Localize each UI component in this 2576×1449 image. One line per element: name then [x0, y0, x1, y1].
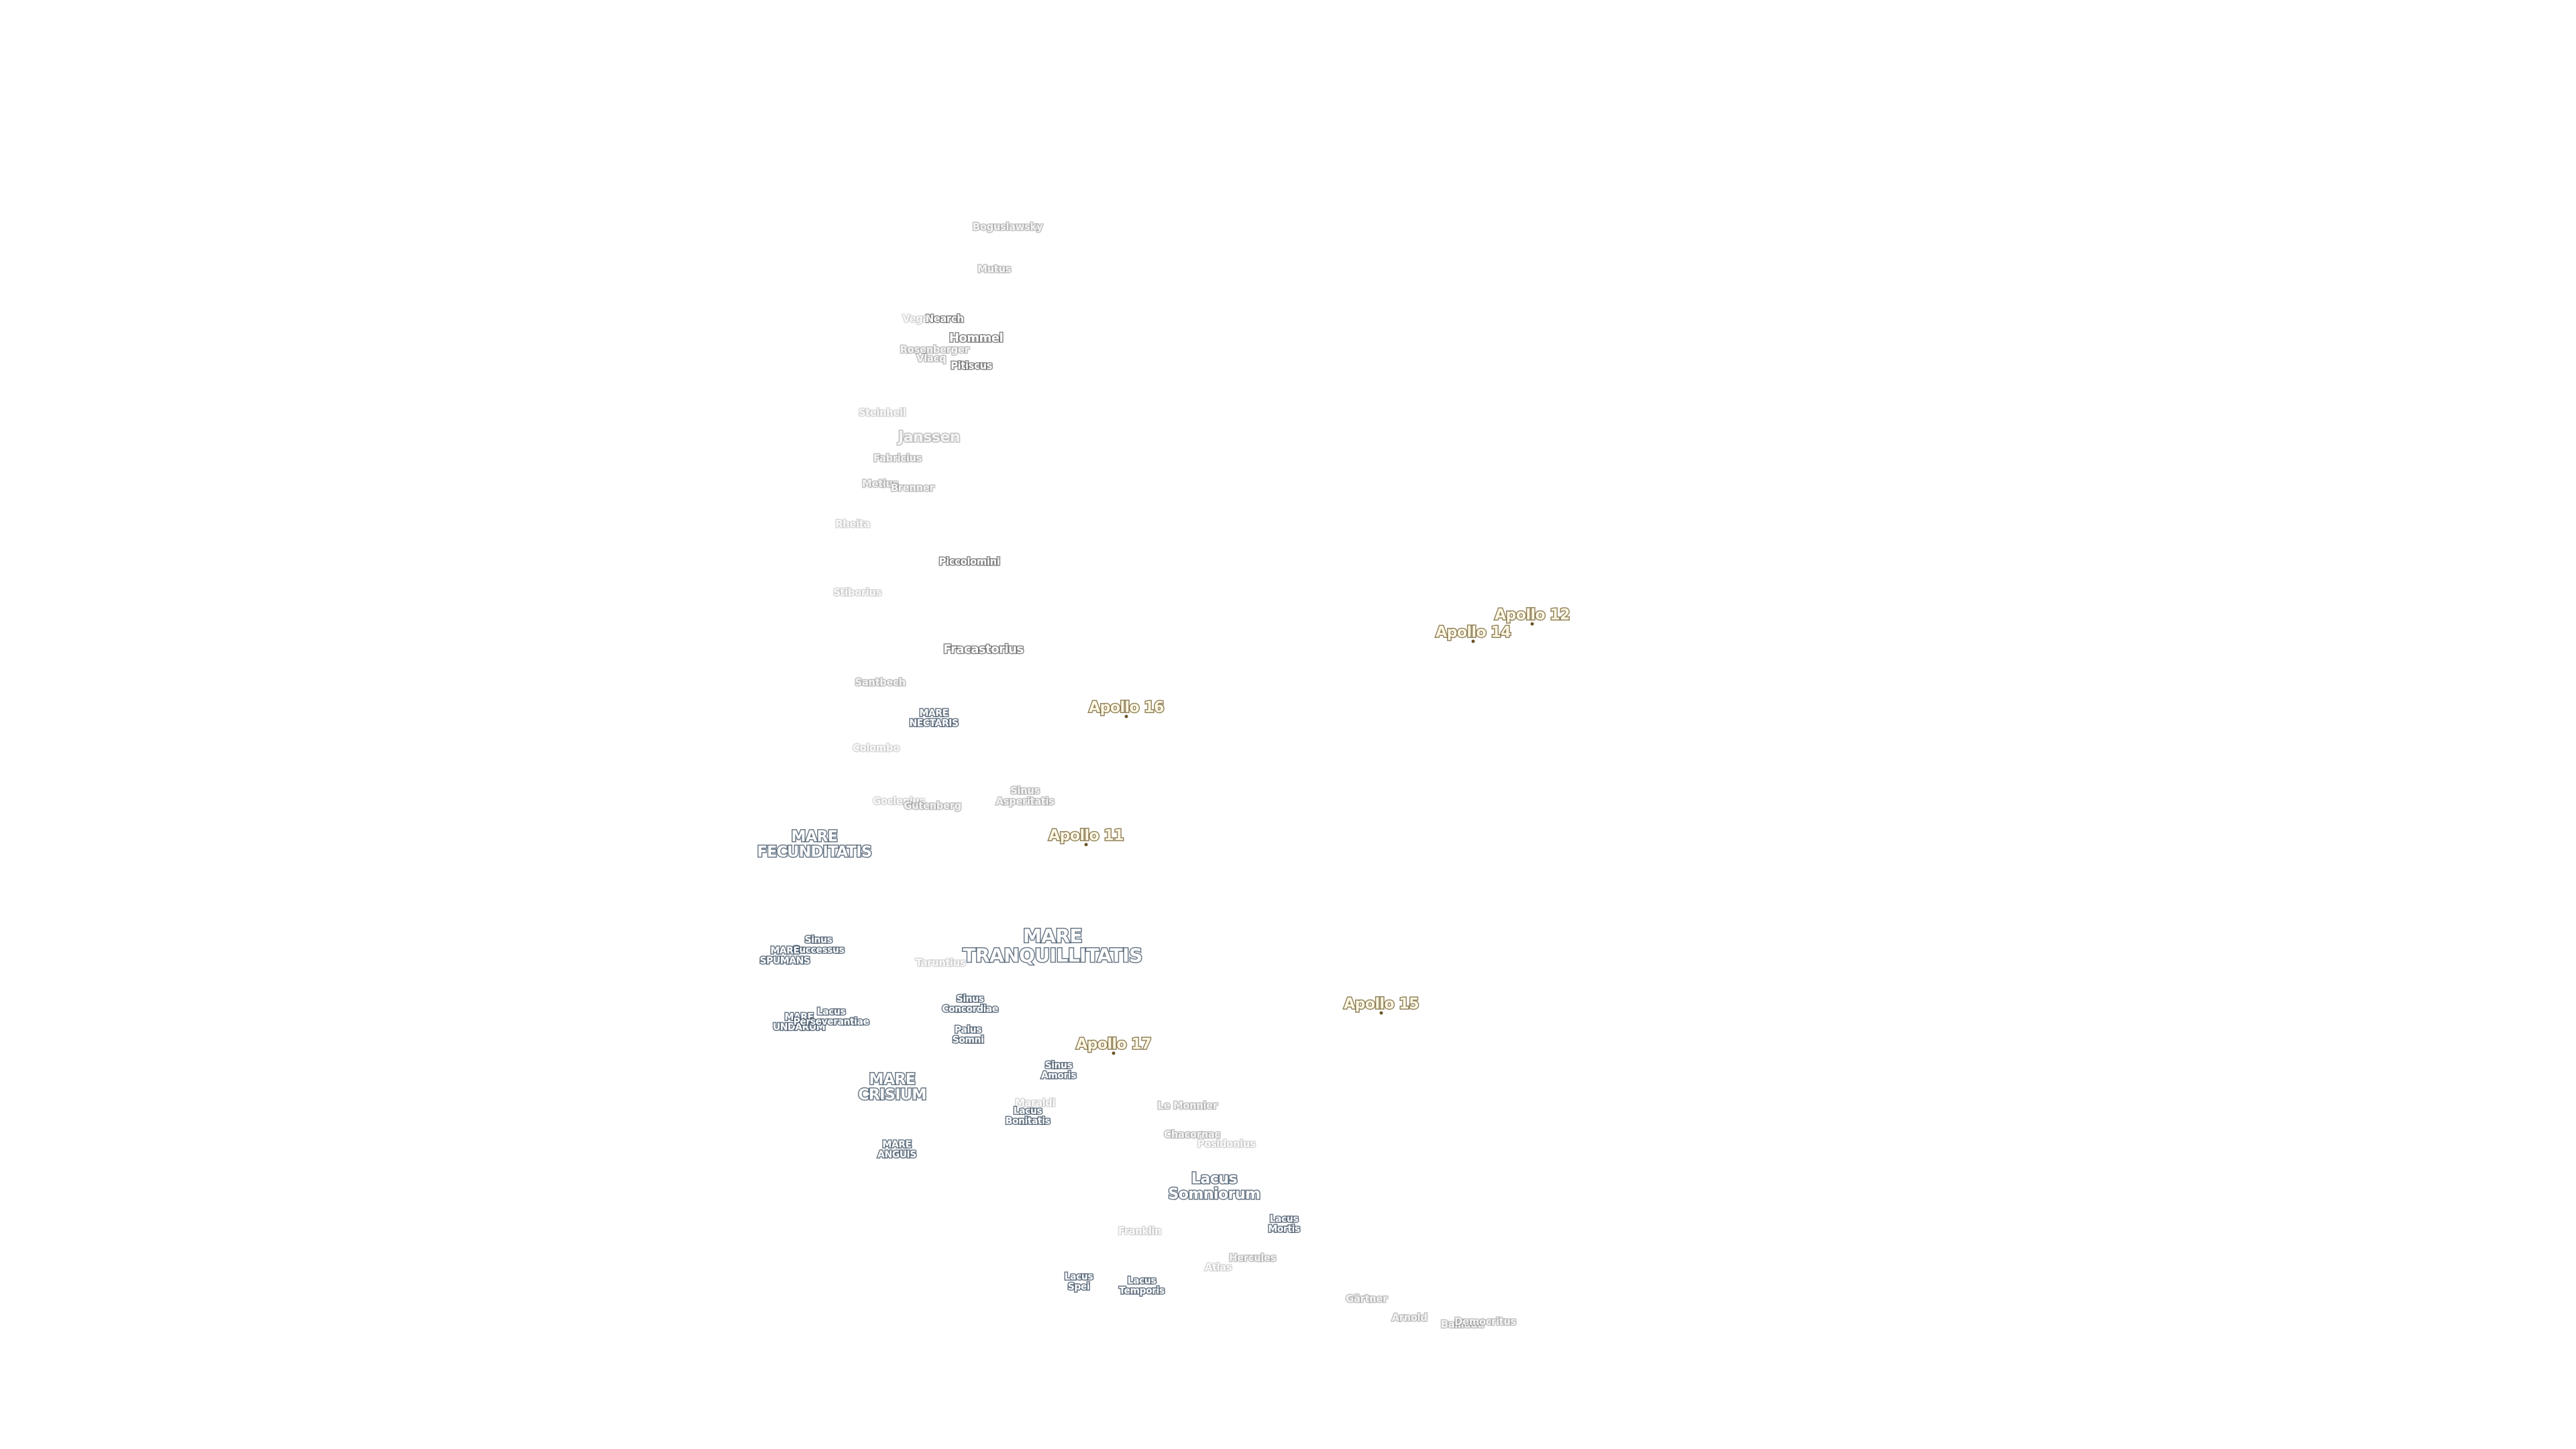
crater-label-chacornac: Chacornac [1163, 1128, 1222, 1141]
crater-label-pitiscus: Pitiscus [950, 360, 994, 372]
mare-label-lacus-mortis: Lacus Mortis [1267, 1213, 1301, 1235]
apollo-12-site-marker[interactable] [1530, 622, 1534, 626]
crater-label-le-monnier: Le Monnier [1157, 1099, 1219, 1112]
crater-label-piccolomini: Piccolomini [938, 555, 1001, 568]
crater-label-janssen: Janssen [898, 429, 961, 446]
mare-label-lacus-perseverantiae: Lacus Perseverantiae [792, 1006, 870, 1028]
mare-label-lacus-somniorum: Lacus Somniorum [1167, 1170, 1262, 1203]
mare-label-crisium: MARE CRISIUM [857, 1071, 928, 1104]
crater-label-posidonius: Posidonius [1196, 1138, 1256, 1150]
crater-label-arnold: Arnold [1391, 1311, 1428, 1324]
crater-label-baillaud: Baillaud [1440, 1318, 1485, 1331]
apollo-16-label[interactable]: Apollo 16 [1088, 699, 1165, 716]
crater-label-goclenius: Goclenius [872, 795, 926, 808]
mare-label-sinus-amoris: Sinus Amoris [1040, 1059, 1077, 1081]
crater-label-metius: Metius [861, 478, 900, 490]
mare-label-sinus-successus: Sinus Successus [792, 934, 845, 956]
crater-label-colombo: Colombo [852, 742, 901, 755]
apollo-14-label[interactable]: Apollo 14 [1435, 624, 1512, 641]
mare-label-lacus-spei: Lacus Spei [1063, 1271, 1094, 1293]
crater-label-fracastorius: Fracastorius [943, 642, 1025, 657]
crater-label-rheita: Rheita [835, 518, 871, 531]
mare-label-undarum: MARE UNDARUM [771, 1011, 826, 1033]
mare-label-tranquillitatis: MARE TRANQUILLITATIS [962, 924, 1144, 967]
crater-label-franklin: Franklin [1117, 1225, 1163, 1238]
apollo-15-site-marker[interactable] [1379, 1011, 1383, 1015]
apollo-17-site-marker[interactable] [1112, 1051, 1116, 1055]
crater-label-gartner: Gärtner [1345, 1293, 1389, 1305]
crater-label-hommel: Hommel [948, 331, 1004, 345]
crater-label-vega: Vega [902, 313, 930, 325]
crater-label-mutus: Mutus [977, 263, 1012, 276]
mare-label-spumans: MARE SPUMANS [759, 945, 811, 967]
crater-label-stiborius: Stiborius [833, 586, 883, 599]
crater-label-steinheil: Steinheil [857, 407, 907, 419]
crater-label-vlacq: Vlacq [915, 352, 947, 365]
crater-label-democritus: Democritus [1454, 1316, 1517, 1328]
mare-label-fecunditatis: MARE FECUNDITATIS [756, 828, 873, 861]
apollo-11-label[interactable]: Apollo 11 [1048, 827, 1125, 845]
mare-label-sinus-concordiae: Sinus Concordiae [941, 993, 1000, 1015]
apollo-14-site-marker[interactable] [1471, 639, 1475, 643]
crater-label-rosenberger: Rosenberger [899, 343, 970, 356]
crater-label-taruntius: Taruntius [914, 957, 967, 969]
apollo-11-site-marker[interactable] [1084, 843, 1088, 847]
crater-label-nearch: Nearch [924, 313, 965, 325]
mare-label-lacus-bonitatis: Lacus Bonitatis [1004, 1105, 1051, 1127]
crater-label-gutenberg: Gutenberg [903, 800, 963, 812]
apollo-16-site-marker[interactable] [1124, 714, 1128, 718]
apollo-15-label[interactable]: Apollo 15 [1343, 996, 1420, 1013]
crater-label-fabricius: Fabricius [873, 452, 923, 465]
mare-label-nectaris: MARE NECTARIS [908, 707, 959, 729]
crater-label-brenner: Brenner [890, 482, 935, 494]
crater-label-sinus-asperitatis: Sinus Asperitatis [995, 784, 1056, 807]
apollo-17-label[interactable]: Apollo 17 [1075, 1036, 1152, 1053]
crater-label-santbech: Santbech [854, 676, 907, 689]
crater-label-atlas: Atlas [1203, 1261, 1233, 1274]
mare-label-palus-somni: Palus Somni [951, 1024, 985, 1046]
crater-label-maraldi: Maraldi [1014, 1097, 1057, 1110]
mare-label-lacus-temporis: Lacus Temporis [1118, 1275, 1166, 1297]
mare-label-anguis: MARE ANGUIS [877, 1138, 918, 1161]
crater-label-boguslawsky: Boguslawsky [971, 221, 1044, 233]
crater-label-hercules: Hercules [1228, 1252, 1277, 1265]
apollo-12-label[interactable]: Apollo 12 [1494, 606, 1571, 624]
